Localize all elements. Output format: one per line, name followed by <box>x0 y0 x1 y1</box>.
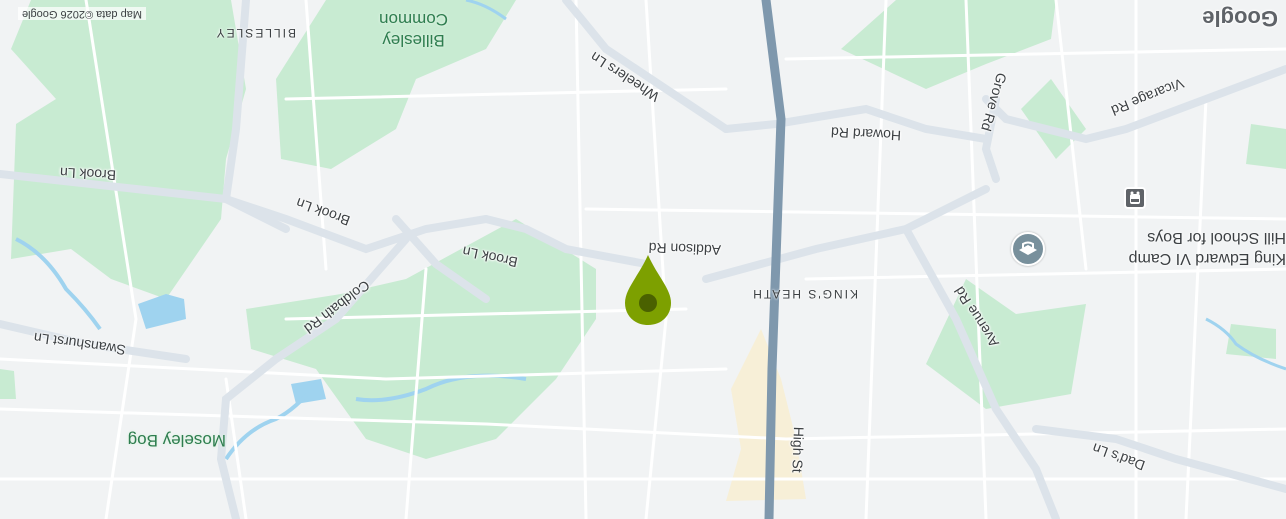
road-kings-heath <box>702 185 990 283</box>
minor-road-17 <box>574 0 588 519</box>
label-moseley-bog: Moseley Bog <box>127 431 226 450</box>
road-coldbath <box>216 235 410 519</box>
minor-road-10 <box>644 0 668 519</box>
stream-left <box>1205 317 1286 371</box>
road-addison <box>482 215 650 268</box>
label-howard-rd: Howard Rd <box>830 124 902 144</box>
label-high-st: High St <box>789 426 807 473</box>
minor-road-12 <box>84 0 138 519</box>
minor-road-9 <box>864 0 888 519</box>
stream-right <box>15 237 102 331</box>
school-icon[interactable] <box>1011 232 1045 266</box>
road-brook-left <box>0 170 290 233</box>
minor-road-11 <box>404 267 428 519</box>
minor-road-2 <box>0 407 1286 441</box>
road-vicarage <box>982 65 1286 144</box>
minor-road-8 <box>964 0 988 519</box>
park-bottom-right <box>0 369 16 399</box>
pond-swanshurst <box>138 294 186 329</box>
map-attribution: Map data ©2026 Google <box>17 7 146 20</box>
minor-road-4 <box>804 267 1286 281</box>
park-billesley-common <box>276 0 516 169</box>
road-avenue <box>902 225 1060 519</box>
built-up-area <box>726 329 806 501</box>
label-kings-heath: KING'S HEATH <box>751 287 858 301</box>
road-wheelers <box>562 0 730 133</box>
bus-stop-icon-glyph <box>1130 191 1140 204</box>
park-small-right-edge <box>1226 324 1276 359</box>
park-right-centre <box>926 279 1086 409</box>
minor-road-13 <box>784 47 1286 61</box>
bus-stop-icon[interactable] <box>1124 187 1146 209</box>
road-swanshurst <box>0 320 190 363</box>
road-brook-low <box>392 215 490 303</box>
minor-road-5 <box>284 307 688 321</box>
stream-top <box>465 0 507 21</box>
school-icon-glyph <box>1019 241 1037 255</box>
label-billesley-common: Billesley Common <box>379 10 448 50</box>
minor-road-14 <box>284 87 728 101</box>
park-far-right <box>1246 124 1286 169</box>
park-moseley-bog <box>11 0 246 299</box>
label-brook-ln-left: Brook Ln <box>59 164 117 184</box>
label-billesley: BILLESLEY <box>214 26 296 40</box>
road-high-st <box>761 0 786 519</box>
minor-road-15 <box>1184 97 1208 519</box>
road-right-vertical <box>222 0 250 203</box>
location-pin-glyph <box>625 255 671 325</box>
road-dads <box>1032 425 1286 493</box>
minor-road-18 <box>304 0 328 271</box>
google-logo: Google <box>1202 6 1278 31</box>
location-pin-icon[interactable] <box>620 248 676 329</box>
road-grove <box>981 95 1000 183</box>
road-brook-mid <box>222 195 490 254</box>
label-school[interactable]: King Edward VI Camp Hill School for Boys <box>1128 229 1286 267</box>
road-howard <box>722 104 990 143</box>
